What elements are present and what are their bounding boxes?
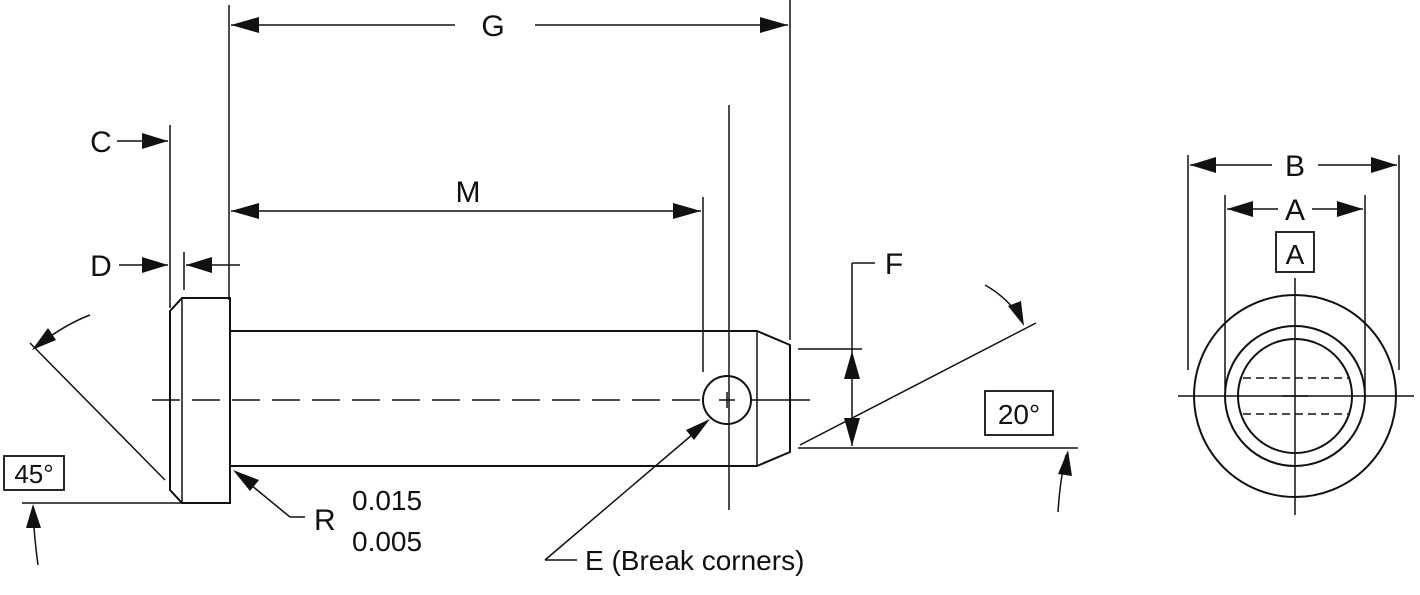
end-view [1178, 278, 1414, 515]
radius-callout: R 0.015 0.005 [233, 470, 422, 557]
label-b: B [1285, 150, 1305, 183]
label-m: M [456, 176, 481, 209]
angle-20-arrow-top [1008, 301, 1024, 326]
pin-shank [230, 330, 791, 467]
angle-20-arrow-bottom [1058, 450, 1072, 476]
angle-20-box [984, 390, 1054, 436]
g-arrow-left [231, 17, 259, 33]
label-datum-a: A [1286, 239, 1305, 270]
dimension-d: D [90, 250, 240, 290]
a-arrow-right [1337, 201, 1363, 217]
side-view [152, 105, 810, 510]
g-arrow-right [760, 17, 788, 33]
label-angle-20: 20° [998, 399, 1040, 430]
radius-arrow [233, 470, 259, 491]
label-g: G [481, 10, 504, 43]
cross-hole [702, 375, 752, 425]
label-r-min: 0.005 [352, 526, 422, 557]
angle-45-box [3, 455, 65, 491]
label-angle-45: 45° [14, 459, 53, 489]
d-arrow-left [142, 257, 168, 273]
c-arrow [142, 133, 168, 149]
label-a: A [1285, 194, 1305, 227]
label-e: E (Break corners) [585, 545, 804, 576]
label-d: D [90, 250, 112, 283]
b-arrow-left [1190, 157, 1216, 173]
angle-20-callout: 20° [799, 284, 1072, 513]
angle-45-callout: 45° [3, 314, 181, 566]
f-arrow-bottom [844, 418, 860, 446]
label-c: C [90, 126, 112, 159]
dimension-b: B [1187, 150, 1400, 370]
m-arrow-left [231, 203, 259, 219]
e-arrow [686, 419, 710, 440]
dimension-c: C [90, 125, 171, 308]
datum-a: A [1275, 231, 1315, 273]
dimension-g: G [228, 0, 791, 340]
break-corners-callout: E (Break corners) [544, 419, 804, 576]
angle-45-ray [29, 342, 166, 481]
label-r-max: 0.015 [352, 485, 422, 516]
datum-a-box [1275, 231, 1315, 273]
b-arrow-right [1371, 157, 1397, 173]
label-r: R [314, 504, 336, 537]
f-arrow-top [844, 351, 860, 379]
d-arrow-right [186, 257, 212, 273]
label-f: F [885, 248, 903, 281]
dimension-m: M [231, 176, 704, 372]
angle-45-arrow-top [32, 328, 56, 350]
dimension-f: F [798, 248, 1078, 449]
dimension-a: A [1224, 194, 1366, 390]
angle-20-ray [799, 322, 1037, 446]
a-arrow-left [1227, 201, 1253, 217]
m-arrow-right [673, 203, 701, 219]
e-leader [544, 422, 707, 561]
angle-45-arrow-bottom [26, 504, 41, 528]
